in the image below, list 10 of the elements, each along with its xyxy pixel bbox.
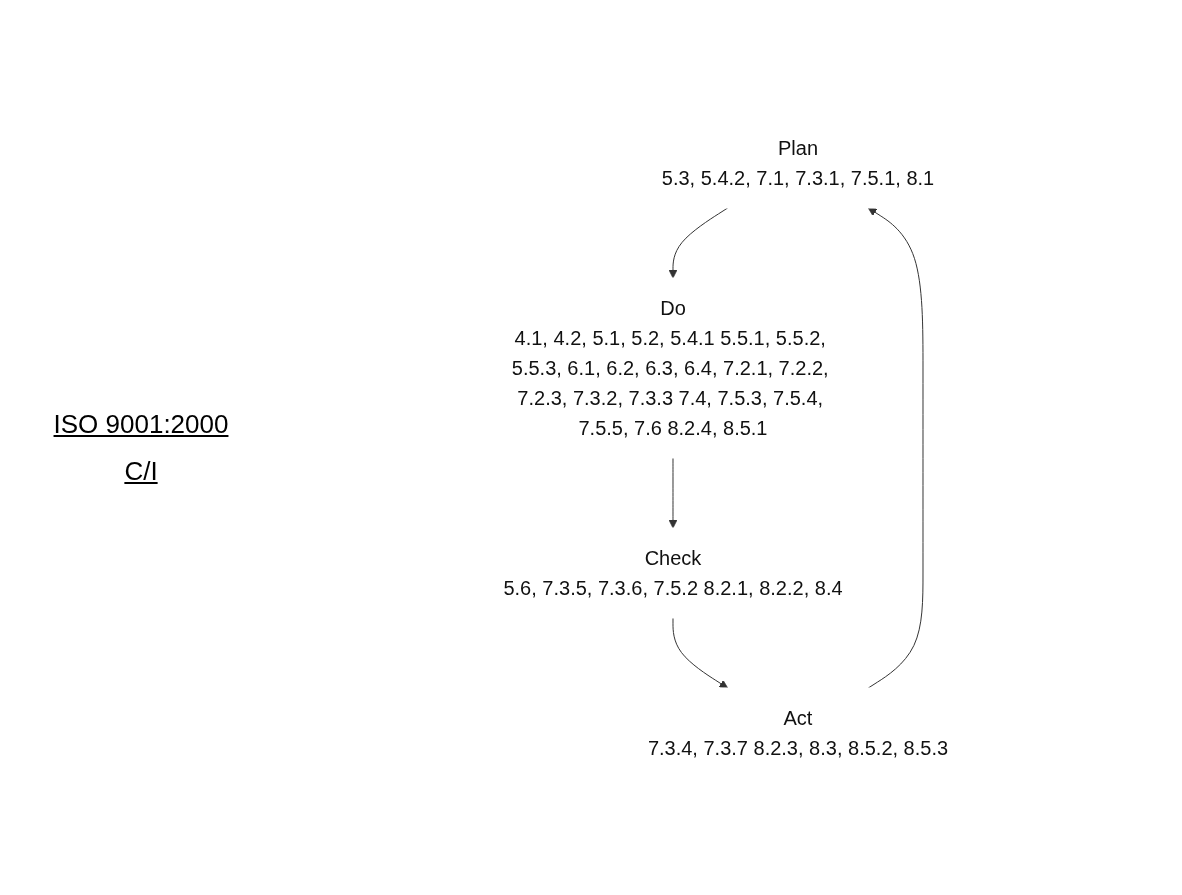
arrow xyxy=(672,617,729,688)
arrow xyxy=(669,457,678,528)
center-label: ISO 9001:2000 xyxy=(53,408,229,440)
node-text: Check 5.6, 7.3.5, 7.3.6, 7.5.2 8.2.1, 8.2.2, 8.4 xyxy=(503,546,843,599)
node-text: Plan 5.3, 5.4.2, 7.1, 7.3.1, 7.5.1, 8.1 xyxy=(662,136,935,189)
arrow xyxy=(669,207,729,278)
node-text: Act 7.3.4, 7.3.7 8.2.3, 8.3, 8.5.2, 8.5.3 xyxy=(648,706,949,759)
center-label: C/I xyxy=(124,455,158,487)
arrow xyxy=(868,207,924,688)
node-text: Do 4.1, 4.2, 5.1, 5.2, 5.4.1 5.5.1, 5.5.2, 5.5.3, 6.1, 6.2, 6.3, 6.4, 7.2.1, 7.2.2, 7.2.3, 7.3.2, 7.3.3 7.4, 7.5.3, 7.5.4, 7.5.5, 7.6 8.2.4, 8.5.1 xyxy=(512,296,830,439)
